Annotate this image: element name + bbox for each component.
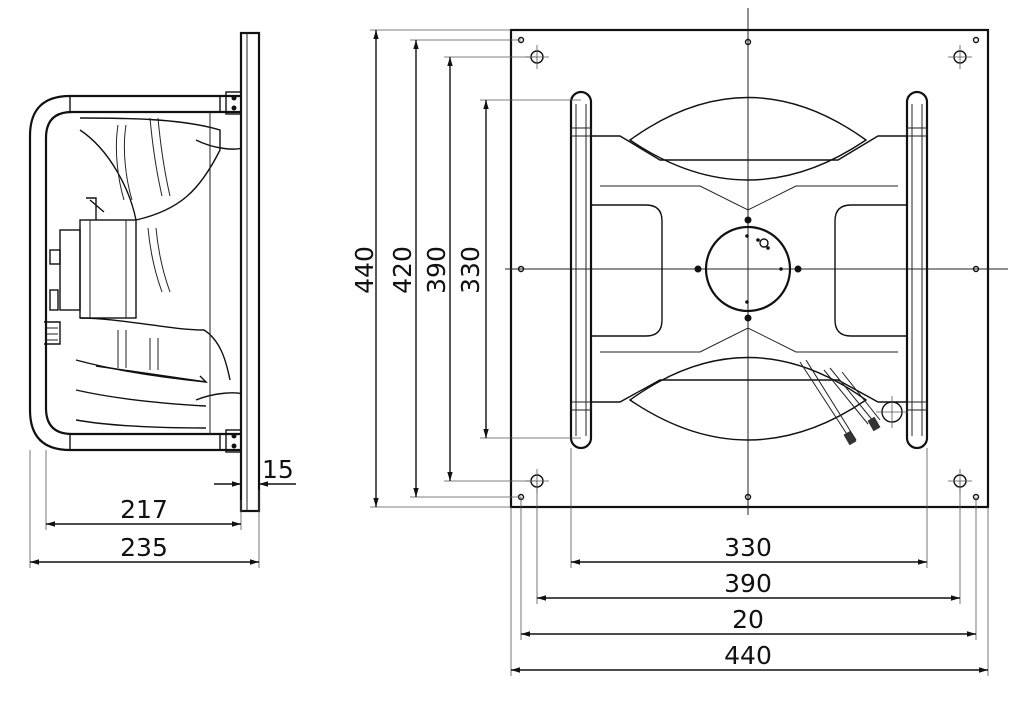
dim-label-h20: 20 [732,605,764,634]
dim-label-h330: 330 [724,533,772,562]
side-dimensions: 15 217 235 [29,450,296,568]
front-view: 440 420 390 330 330 390 20 440 [350,8,1008,676]
dim-label-v420: 420 [388,246,417,294]
front-horizontal-dimensions: 330 390 20 440 [510,448,989,676]
side-mounting-plate [239,31,261,513]
side-frame [28,94,241,452]
dim-label-h390: 390 [724,569,772,598]
front-frame-tubes [569,90,929,450]
centre-lines [505,8,1008,515]
front-spider-frame [590,135,908,403]
side-brackets [225,91,242,453]
front-cable-gland [799,359,908,446]
front-vertical-dimensions: 440 420 390 330 [350,29,581,508]
dim-label-v390: 390 [422,246,451,294]
side-view: 15 217 235 [28,31,296,568]
dim-label-15: 15 [262,455,294,484]
dim-label-h440: 440 [724,641,772,670]
front-side-windows [591,204,907,337]
front-inlet-openings [628,96,868,441]
dim-label-217: 217 [120,495,168,524]
dim-label-235: 235 [120,533,168,562]
side-impeller [75,112,243,434]
front-motor-hub [694,216,802,322]
side-motor [44,197,137,345]
dim-label-v440: 440 [350,246,379,294]
dim-label-v330: 330 [456,246,485,294]
